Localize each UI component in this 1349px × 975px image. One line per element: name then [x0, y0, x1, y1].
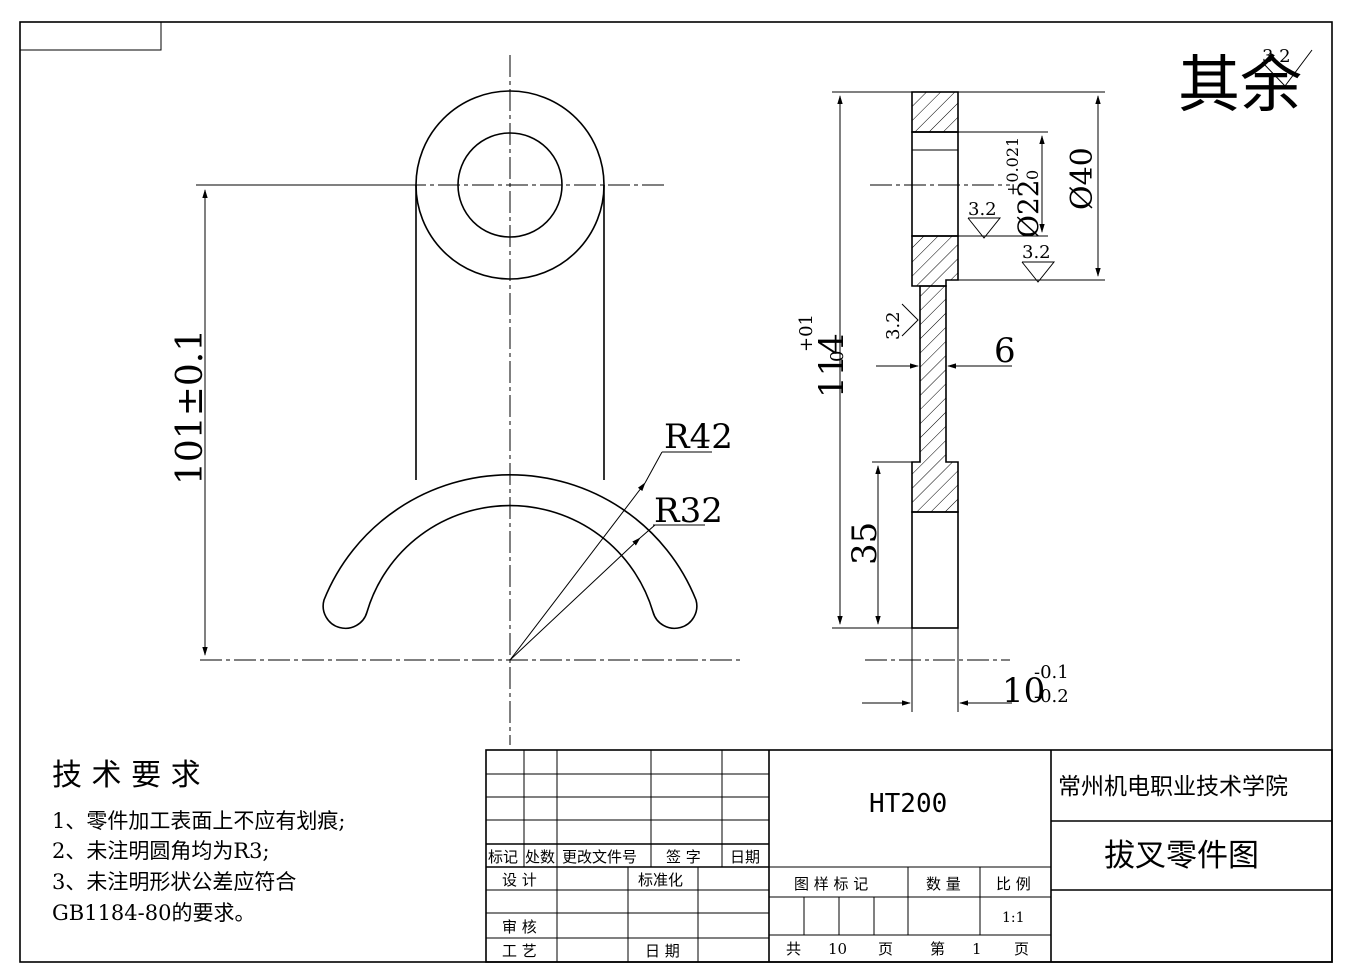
page-unit-1: 页: [878, 940, 893, 958]
tech-req-item-3: 3、未注明形状公差应符合: [52, 870, 296, 894]
fork-arc: [322, 474, 698, 630]
sheet-label: 第: [930, 940, 945, 958]
hatch-boss-top: [911, 91, 959, 133]
sheet-value: 1: [972, 940, 982, 958]
total-value: 10: [828, 940, 847, 958]
surface-finish-note: 其余 3.2: [1178, 46, 1313, 121]
dim-tol-10-upper: -0.1: [1034, 662, 1069, 683]
side-view: 114 +01 0 35 6 10 -0.1 -0.2 Ø40 Ø22 +0.0…: [796, 91, 1105, 712]
roughness-value-3: 3.2: [883, 311, 904, 340]
roughness-icon-3: [901, 303, 919, 337]
pattern-mark-label: 图 样 标 记: [794, 875, 868, 893]
roughness-symbol-2: 3.2: [1021, 242, 1056, 283]
school-name: 常州机电职业技术学院: [1058, 774, 1288, 800]
tech-req-item-2: 2、未注明圆角均为R3;: [52, 839, 270, 863]
title-block: 标记 处数 更改文件号 签 字 日期 设 计 标准化 审 核 工 艺 日 期 H…: [485, 749, 1333, 963]
dim-label-114: 114: [812, 333, 852, 398]
roughness-symbol-icon: [1261, 49, 1313, 87]
dim-label-35: 35: [845, 522, 885, 565]
dim-label-22: Ø22: [1012, 179, 1045, 238]
bore-section: [911, 131, 959, 237]
tech-req-item-1: 1、零件加工表面上不应有划痕;: [52, 809, 345, 833]
title-block-frame: [485, 749, 1333, 963]
radius-leader-r42: [509, 482, 646, 661]
scale-value: 1:1: [1002, 910, 1025, 926]
rev-header-docno: 更改文件号: [562, 848, 637, 866]
material-value: HT200: [869, 789, 947, 819]
roughness-icon-1: [967, 217, 1002, 239]
tech-req-item-4: GB1184-80的要求。: [52, 901, 255, 925]
drawing-name: 拔叉零件图: [1104, 838, 1259, 874]
date-label: 日 期: [645, 942, 680, 960]
dim-tol-22-lower: 0: [1023, 170, 1042, 180]
rev-header-date: 日期: [730, 848, 760, 866]
dim-label-10: 10: [1002, 671, 1045, 711]
hub-bore-circle: [457, 132, 563, 238]
dim-tol-10-lower: -0.2: [1034, 686, 1069, 707]
hatch-boss-bottom: [911, 235, 959, 287]
tech-req-heading: 技 术 要 求: [52, 758, 201, 793]
design-label: 设 计: [502, 871, 537, 889]
front-view: 101±0.1 R42 R32: [170, 55, 740, 745]
surface-finish-roughness: 3.2: [1262, 46, 1291, 67]
dim-label-101: 101±0.1: [170, 329, 211, 485]
roughness-value-2: 3.2: [1022, 242, 1051, 263]
standardize-label: 标准化: [638, 871, 683, 889]
dim-label-6: 6: [994, 331, 1016, 371]
roughness-symbol-3: 3.2: [883, 303, 919, 340]
hatch-web: [911, 285, 959, 513]
drawing-number-box: [19, 21, 162, 51]
fork-section: [911, 511, 959, 629]
dim-tol-114-lower: 0: [827, 351, 848, 362]
technical-requirements: 技 术 要 求 1、零件加工表面上不应有划痕; 2、未注明圆角均为R3; 3、未…: [52, 758, 345, 925]
scale-label: 比 例: [996, 875, 1031, 893]
total-label: 共: [786, 940, 801, 958]
dim-tol-114-upper: +01: [796, 314, 817, 352]
radius-label-r42: R42: [664, 417, 733, 457]
review-label: 审 核: [502, 918, 537, 936]
surface-finish-prefix: 其余: [1178, 48, 1302, 121]
dim-tol-22-upper: +0.021: [1003, 137, 1022, 196]
radius-leader-r32: [509, 537, 641, 661]
rev-header-count: 处数: [525, 848, 555, 866]
page-unit-2: 页: [1014, 940, 1029, 958]
radius-leader-r32-ext: [639, 524, 656, 539]
roughness-icon-2: [1021, 261, 1056, 283]
roughness-value-1: 3.2: [968, 199, 997, 220]
rev-header-mark: 标记: [488, 848, 518, 866]
process-label: 工 艺: [502, 942, 537, 960]
radius-label-r32: R32: [654, 491, 723, 531]
quantity-label: 数 量: [926, 875, 961, 893]
rev-header-sign: 签 字: [666, 848, 701, 866]
dim-label-40: Ø40: [1065, 147, 1100, 210]
radius-leader-r42-ext: [644, 451, 663, 484]
roughness-symbol-1: 3.2: [967, 199, 1002, 239]
